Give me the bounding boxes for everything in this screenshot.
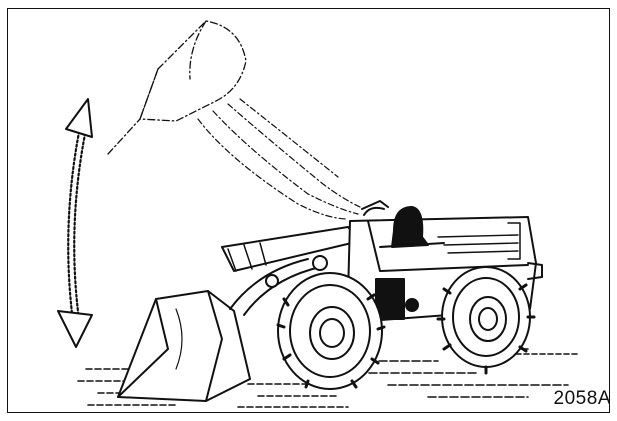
raised-arm-ghost (198, 99, 360, 219)
figure-frame: 2058A (7, 8, 610, 413)
front-wheel (278, 273, 384, 389)
wheel-loader-illustration (8, 9, 610, 413)
raised-bucket-ghost (108, 21, 246, 154)
figure-reference-code: 2058A (554, 388, 610, 410)
double-headed-arrow-icon (58, 99, 92, 347)
